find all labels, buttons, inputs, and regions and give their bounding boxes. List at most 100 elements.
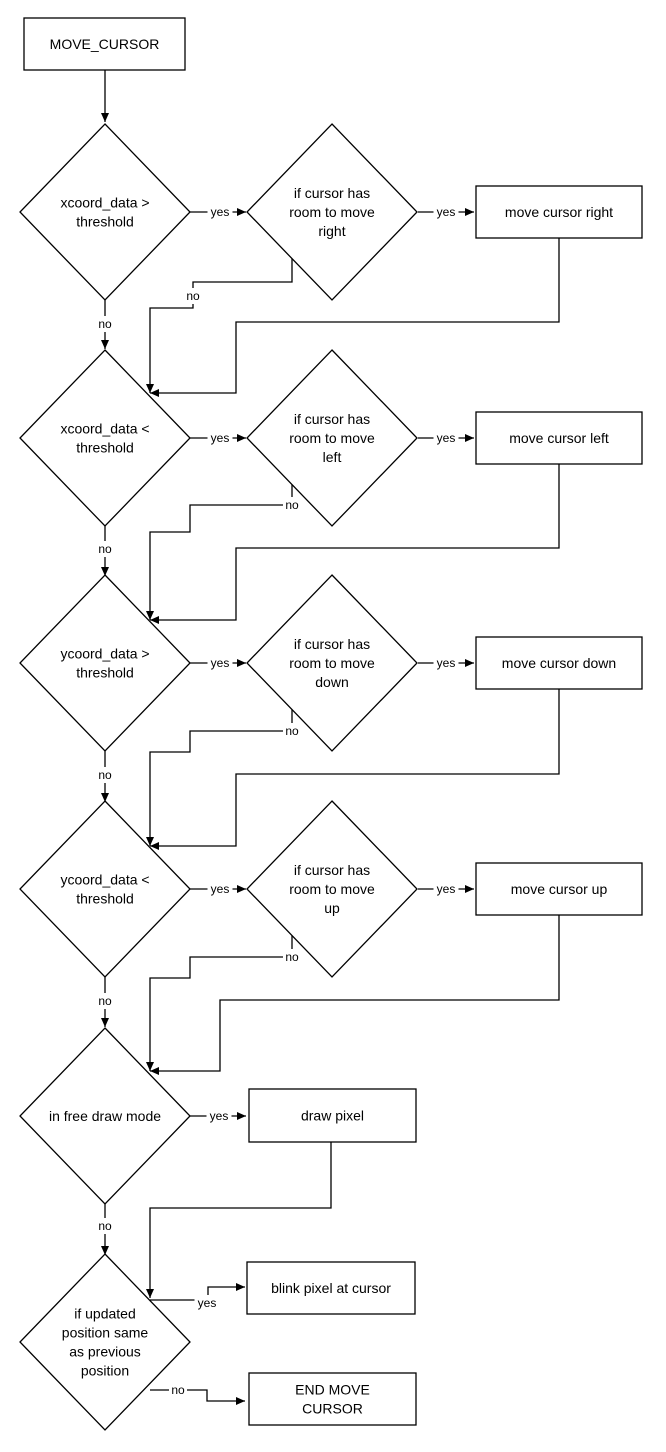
label-no-ycoord-greater-room-check-background xyxy=(283,723,301,739)
edge-ycoord-greater-move-to-next-line xyxy=(150,689,560,847)
label-yes-ycoord-less-room-check-background xyxy=(433,881,459,897)
decision-same-position-shape xyxy=(19,1253,191,1431)
decision-room-right-check-label-line-3: right xyxy=(318,223,345,239)
process-move-up-shape xyxy=(475,862,643,916)
edge-xcoord-less-yes-to-room-check-arrowhead xyxy=(237,434,246,442)
edge-xcoord-greater-move-to-next-arrowhead xyxy=(150,389,159,397)
label-yes-xcoord-greater-room-check-text: yes xyxy=(437,205,456,219)
decision-xcoord-greater-than-threshold: xcoord_data >threshold xyxy=(19,123,191,301)
decision-same-position-label-line-2: position same xyxy=(62,1325,149,1341)
label-yes-xcoord-less-decision: yes xyxy=(207,430,233,446)
decision-xcoord-less-than-threshold-label-line-1: xcoord_data < xyxy=(60,421,149,437)
edge-xcoord-less-move-to-next-line xyxy=(150,464,560,621)
edge-xcoord-greater-move-to-next xyxy=(150,238,560,397)
label-yes-ycoord-less-decision-background xyxy=(207,881,233,897)
edge-same-position-no-to-end xyxy=(150,1389,245,1405)
decision-room-up-check-label-line-1: if cursor has xyxy=(294,862,370,878)
label-no-ycoord-less-decision-background xyxy=(96,993,114,1009)
decision-room-up-check-label-line-2: room to move xyxy=(289,881,375,897)
label-no-same-position: no xyxy=(169,1382,187,1398)
edge-same-position-yes-to-blink-arrowhead xyxy=(236,1283,245,1291)
edge-free-draw-yes-to-draw-pixel-arrowhead xyxy=(237,1112,246,1120)
label-yes-xcoord-greater-decision-text: yes xyxy=(211,205,230,219)
edge-ycoord-greater-room-no-to-next-arrowhead xyxy=(146,837,154,846)
node-move-cursor-start-label-line-1: MOVE_CURSOR xyxy=(50,36,160,52)
label-no-ycoord-greater-room-check: no xyxy=(283,723,301,739)
edge-draw-pixel-to-same-position xyxy=(146,1142,332,1298)
decision-room-right-check: if cursor has room to move right xyxy=(246,123,418,301)
label-yes-ycoord-less-decision-text: yes xyxy=(211,882,230,896)
label-no-xcoord-greater-decision-text: no xyxy=(98,317,112,331)
process-move-left: move cursor left xyxy=(475,411,643,465)
decision-room-left-check-label-line-1: if cursor has xyxy=(294,411,370,427)
label-no-free-draw-text: no xyxy=(98,1219,112,1233)
edge-start-to-xcoord-greater-arrowhead xyxy=(101,113,109,122)
label-yes-ycoord-less-decision: yes xyxy=(207,881,233,897)
edge-xcoord-greater-no-to-next-arrowhead xyxy=(101,340,109,349)
label-no-free-draw: no xyxy=(96,1218,114,1234)
label-no-xcoord-less-decision-background xyxy=(96,541,114,557)
edge-draw-pixel-to-same-position-line xyxy=(149,1142,332,1298)
label-yes-ycoord-less-room-check-text: yes xyxy=(437,882,456,896)
decision-ycoord-less-than-threshold-label-line-2: threshold xyxy=(76,891,134,907)
edge-ycoord-less-no-to-next-arrowhead xyxy=(101,1018,109,1027)
label-no-ycoord-greater-room-check-text: no xyxy=(285,724,299,738)
decision-room-left-check-label-line-2: room to move xyxy=(289,430,375,446)
decision-same-position-label-line-4: position xyxy=(81,1363,129,1379)
edge-ycoord-less-move-to-next-arrowhead xyxy=(150,1067,159,1075)
process-move-right-shape xyxy=(475,185,643,239)
decision-same-position-label-line-1: if updated xyxy=(74,1306,136,1322)
decision-same-position-label-line-3: as previous xyxy=(69,1344,141,1360)
edge-same-position-no-to-end-arrowhead xyxy=(236,1397,245,1405)
decision-room-left-check: if cursor has room to move left xyxy=(246,349,418,527)
terminal-end-move-cursor-label-line-1: END MOVE xyxy=(295,1382,370,1398)
edge-ycoord-less-room-yes-to-move-arrowhead xyxy=(465,885,474,893)
label-no-ycoord-less-room-check-background xyxy=(283,949,301,965)
label-no-ycoord-less-decision-text: no xyxy=(98,994,112,1008)
label-no-ycoord-greater-decision: no xyxy=(96,767,114,783)
decision-xcoord-less-than-threshold-shape xyxy=(19,349,191,527)
label-yes-ycoord-greater-room-check-background xyxy=(433,655,459,671)
label-yes-ycoord-greater-decision-background xyxy=(207,655,233,671)
process-draw-pixel: draw pixel xyxy=(248,1088,417,1143)
decision-room-down-check-label-line-2: room to move xyxy=(289,655,375,671)
edge-ycoord-less-move-to-next-line xyxy=(150,915,560,1072)
label-yes-same-position-text: yes xyxy=(198,1296,217,1310)
label-yes-free-draw-text: yes xyxy=(210,1109,229,1123)
edge-same-position-no-to-end-line xyxy=(150,1389,245,1402)
terminal-end-move-cursor-label-line-2: CURSOR xyxy=(302,1401,363,1417)
label-no-ycoord-less-room-check: no xyxy=(283,949,301,965)
edge-same-position-yes-to-blink xyxy=(150,1283,245,1301)
decision-room-right-check-shape xyxy=(246,123,418,301)
node-move-cursor-start-shape xyxy=(23,17,186,71)
process-move-down-shape xyxy=(475,636,643,690)
label-yes-same-position: yes xyxy=(194,1295,220,1311)
label-no-xcoord-greater-room-check-text: no xyxy=(186,289,200,303)
decision-ycoord-greater-than-threshold-label-line-1: ycoord_data > xyxy=(60,646,149,662)
decision-room-right-check-label-line-2: room to move xyxy=(289,204,375,220)
edge-ycoord-greater-move-to-next xyxy=(150,689,560,850)
label-no-xcoord-less-room-check-text: no xyxy=(285,498,299,512)
edge-xcoord-greater-room-yes-to-move-arrowhead xyxy=(465,208,474,216)
label-yes-same-position-background xyxy=(194,1295,220,1311)
label-no-xcoord-less-decision-text: no xyxy=(98,542,112,556)
decision-free-draw-mode-shape xyxy=(19,1027,191,1205)
edge-same-position-yes-to-blink-line xyxy=(150,1286,245,1301)
decision-room-right-check-label-line-1: if cursor has xyxy=(294,185,370,201)
decision-room-left-check-label-line-3: left xyxy=(323,449,342,465)
label-yes-ycoord-greater-room-check: yes xyxy=(433,655,459,671)
label-no-free-draw-background xyxy=(96,1218,114,1234)
label-yes-free-draw: yes xyxy=(206,1108,232,1124)
edge-xcoord-greater-move-to-next-line xyxy=(150,238,560,394)
label-yes-xcoord-less-room-check-background xyxy=(433,430,459,446)
edge-xcoord-less-move-to-next xyxy=(150,464,560,624)
process-blink-pixel: blink pixel at cursor xyxy=(246,1261,416,1315)
process-blink-pixel-label-line-1: blink pixel at cursor xyxy=(271,1280,391,1296)
terminal-end-move-cursor: END MOVE CURSOR xyxy=(248,1372,417,1426)
edge-draw-pixel-to-same-position-arrowhead xyxy=(146,1289,154,1298)
label-no-ycoord-greater-decision-text: no xyxy=(98,768,112,782)
decision-ycoord-greater-than-threshold-shape xyxy=(19,574,191,752)
label-yes-ycoord-greater-room-check-text: yes xyxy=(437,656,456,670)
label-yes-xcoord-less-room-check-text: yes xyxy=(437,431,456,445)
